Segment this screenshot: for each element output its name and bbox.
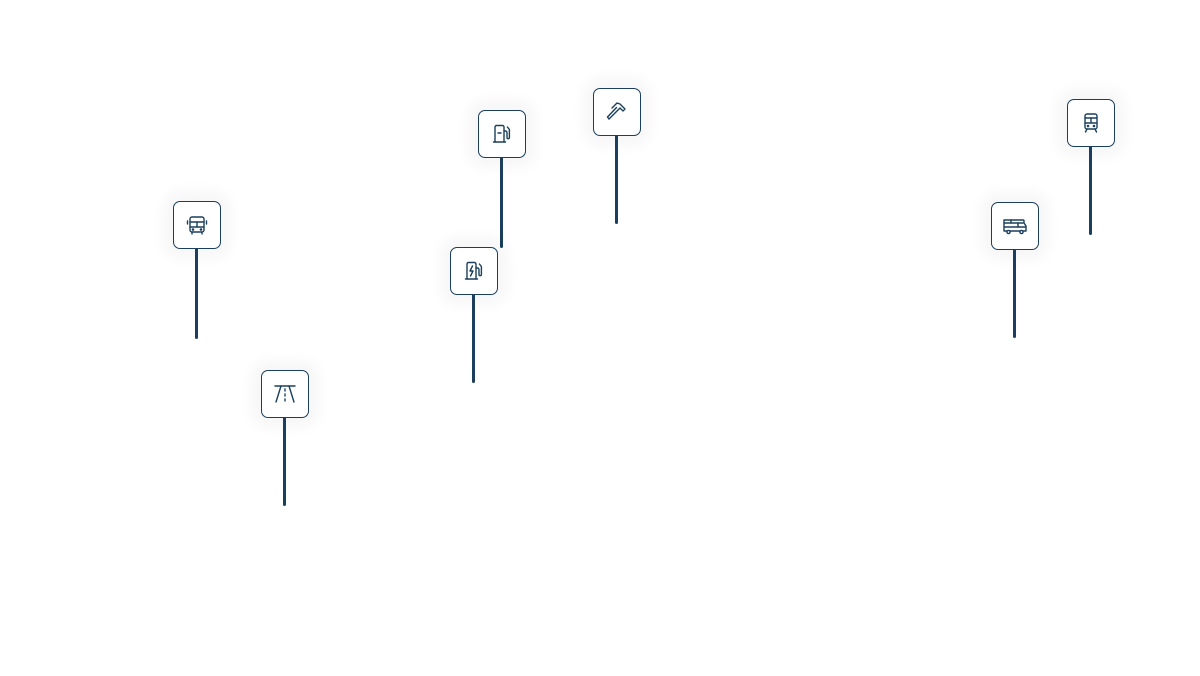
marker-button-road[interactable] <box>261 370 309 418</box>
marker-button-ev-charger[interactable] <box>450 247 498 295</box>
marker-button-bus[interactable] <box>173 201 221 249</box>
marker-stem <box>283 418 286 506</box>
marker-stem <box>472 295 475 383</box>
marker-stem <box>1013 250 1016 338</box>
marker-button-hammer[interactable] <box>593 88 641 136</box>
ev-charger-icon <box>464 261 483 280</box>
fuel-pump-icon <box>492 124 511 143</box>
camper-van-icon <box>1003 219 1027 235</box>
marker-button-camper-van[interactable] <box>991 202 1039 250</box>
hammer-icon <box>606 102 626 120</box>
marker-stem <box>615 136 618 224</box>
road-icon <box>274 385 296 403</box>
bus-icon <box>186 216 208 235</box>
marker-stem <box>500 158 503 248</box>
train-icon <box>1084 113 1098 133</box>
marker-stem <box>1089 147 1092 235</box>
marker-stem <box>195 249 198 339</box>
marker-button-fuel[interactable] <box>478 110 526 158</box>
marker-button-train[interactable] <box>1067 99 1115 147</box>
